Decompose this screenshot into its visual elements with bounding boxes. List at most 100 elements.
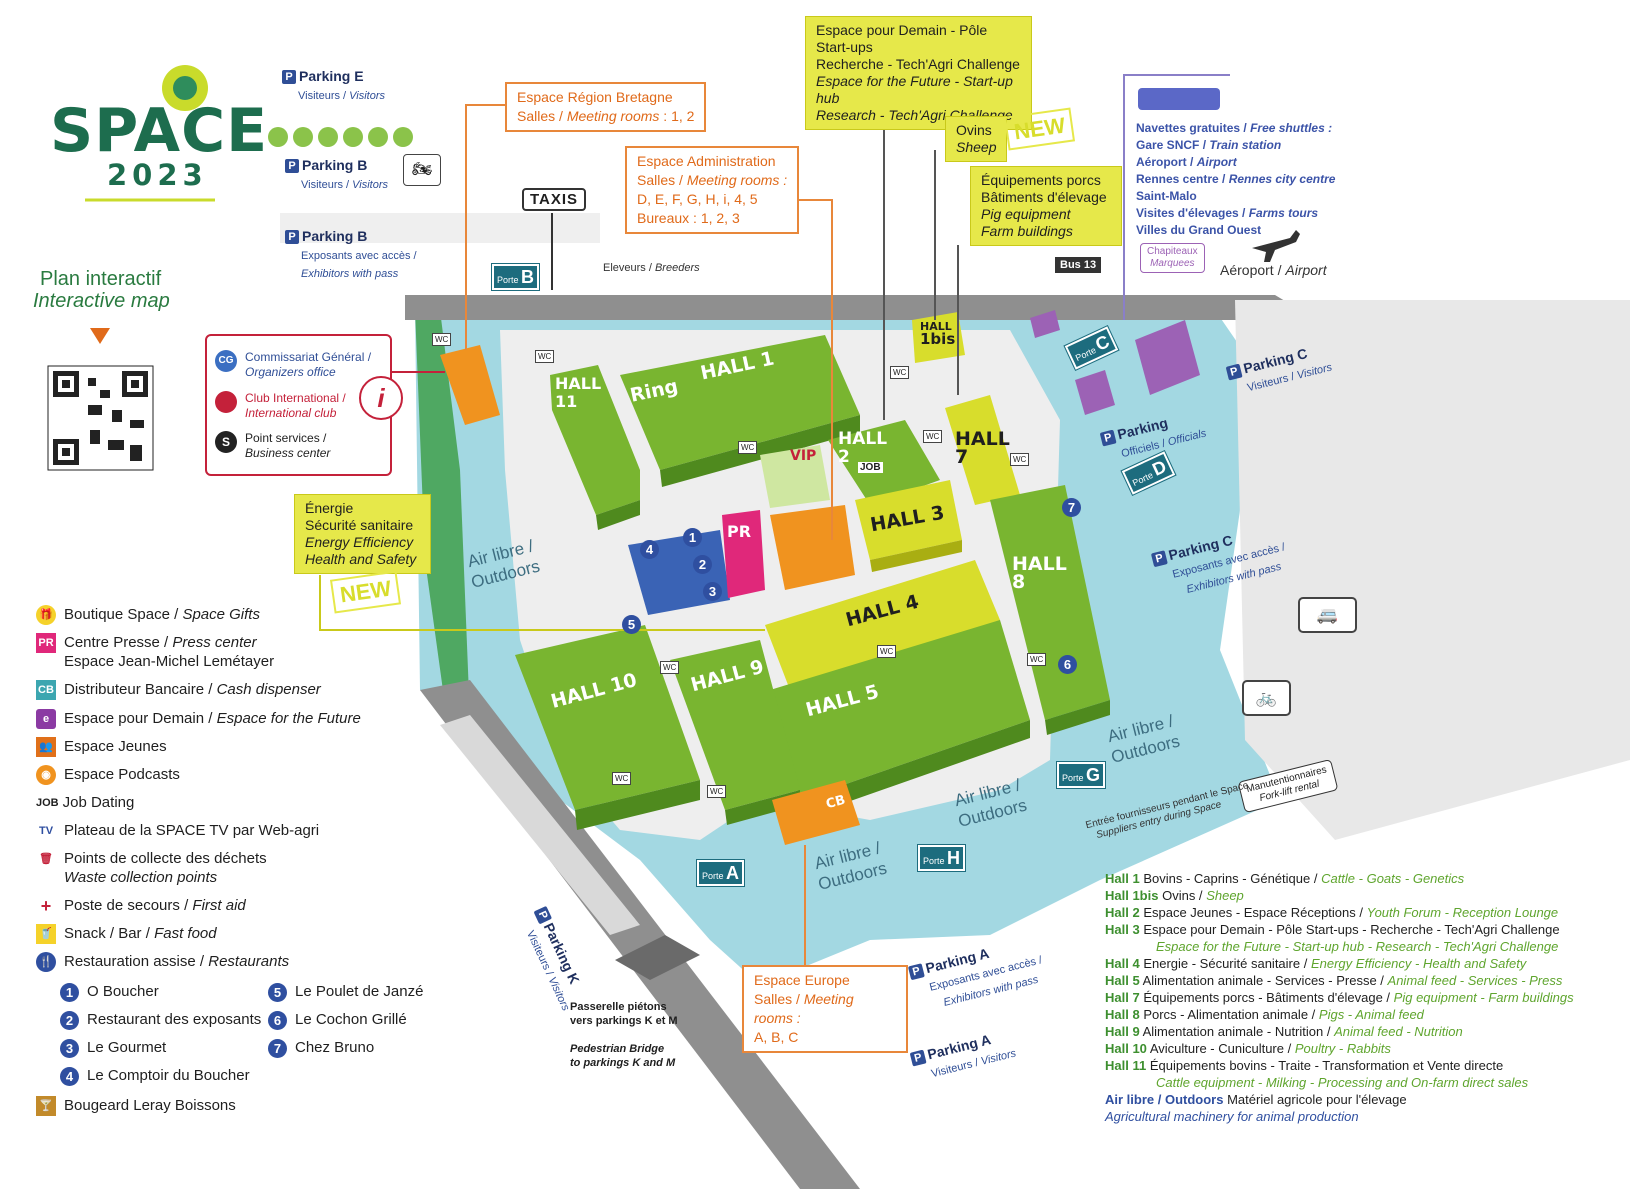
hall-list-3: Hall 3 Espace pour Demain - Pôle Start-u… [1105,922,1560,937]
right-parking-zone [1235,300,1630,840]
hall-9-shape [670,640,800,810]
camper-van-icon: 🚐 [1298,597,1357,633]
bin-icon: 🗑 [39,853,53,866]
hall-4-shape [765,560,1000,690]
interactive-map-title-en[interactable]: Interactive map [33,290,170,312]
down-arrow-icon [90,328,110,344]
road-light [440,715,640,935]
wc-marker: WC [660,661,680,674]
cash-building [772,780,860,845]
restaurant-icon: 🍴 [36,952,56,973]
callout-energie: Énergie Sécurité sanitaire Energy Effici… [294,494,431,574]
restaurant-1-marker[interactable]: 1 [683,528,702,547]
marquee-large [1135,320,1200,395]
logo-word: SPACE [50,96,269,166]
legend-drinks: 🍸Bougeard Leray Boissons [36,1095,236,1117]
wc-marker: WC [1010,453,1030,466]
hall-list-4: Hall 4 Energie - Sécurité sanitaire / En… [1105,956,1527,971]
callout-future: Espace pour Demain - Pôle Start-ups Rech… [805,16,1032,130]
youth-icon: 👥 [36,737,56,758]
hall-10-shape [515,625,700,810]
cg-icon: CG [215,350,237,372]
vip-label[interactable]: VIP [790,448,817,464]
drinks-icon: 🍸 [36,1096,56,1117]
hall-list-11-en: Cattle equipment - Milking - Processing … [1156,1075,1529,1090]
hall-8-shape [990,485,1110,720]
hall-1bis-shape [912,312,965,363]
airport-label: Aéroport / Airport [1220,262,1327,278]
restaurant-3-marker[interactable]: 3 [703,582,722,601]
motorbike-icon: 🏍 [403,154,441,186]
airplane-icon [1252,230,1300,262]
door-b[interactable]: Porte B [490,263,541,291]
wc-marker: WC [432,333,452,346]
callout-porcs: Équipements porcs Bâtiments d'élevage Pi… [970,166,1122,246]
legend-podcast: ◉Espace Podcasts [36,764,180,786]
legend-waste-en: Waste collection points [64,869,218,886]
job-dating-badge: JOB [858,462,883,473]
restaurant-5-marker[interactable]: 5 [622,615,641,634]
logo-star-icon [162,65,208,111]
bus-13-sign: Bus 13 [1055,257,1102,273]
wc-marker: WC [612,772,632,785]
qr-code-icon [47,365,154,471]
green-strip [415,310,470,720]
hall-list-outdoors: Air libre / Outdoors Matériel agricole p… [1105,1092,1407,1107]
callout-europe: Espace Europe Salles / Meeting rooms : A… [742,965,908,1053]
info-box: CG Commissariat Général /Organizers offi… [205,334,403,476]
hall-2-shape [828,420,940,505]
pointer-energie [319,575,765,631]
logo-year: 2023 [107,158,208,192]
hall-list-5: Hall 5 Alimentation animale - Services -… [1105,973,1563,988]
pedestrian-bridge [615,935,700,980]
wc-marker: WC [877,645,897,658]
hall-list-11: Hall 11 Équipements bovins - Traite - Tr… [1105,1058,1504,1073]
shuttle-route [1123,74,1230,320]
taxis-sign: TAXIS [522,188,587,211]
hall-list-8: Hall 8 Porcs - Alimentation animale / Pi… [1105,1007,1424,1022]
shuttle-list: Navettes gratuites / Free shuttles : Gar… [1136,121,1336,237]
parking-icon: P [285,158,299,173]
legend-press-extra: Espace Jean-Michel Lemétayer [64,653,275,670]
restaurant-6-marker[interactable]: 6 [1058,655,1077,674]
region-building [440,345,500,425]
gift-icon: 🎁 [36,605,56,626]
hall-list-3-en: Espace for the Future - Start-up hub - R… [1156,939,1559,954]
wc-marker: WC [738,441,758,454]
restaurant-2-marker[interactable]: 2 [693,555,712,574]
door-g[interactable]: Porte G [1055,761,1107,789]
globe-icon [215,391,237,413]
hall-list-1: Hall 1 Bovins - Caprins - Génétique / Ca… [1105,871,1465,886]
door-h[interactable]: Porte H [916,844,967,872]
parking-icon: P [282,69,296,84]
cash-icon: CB [36,680,56,701]
restaurant-7-marker[interactable]: 7 [1062,498,1081,517]
wc-marker: WC [890,366,910,379]
door-a[interactable]: Porte A [695,859,746,887]
road-top [405,295,1300,320]
restaurant-4-marker[interactable]: 4 [640,540,659,559]
hall-list-2: Hall 2 Espace Jeunes - Espace Réceptions… [1105,905,1559,920]
parking-icon: P [285,229,299,244]
hall-list-10: Hall 10 Aviculture - Cuniculture / Poult… [1105,1041,1391,1056]
international-club-label: Club International /International club [245,391,346,420]
press-center-label[interactable]: PR [727,522,752,541]
podcast-icon: ◉ [36,765,56,786]
organizers-office-label: Commissariat Général /Organizers office [245,350,372,379]
